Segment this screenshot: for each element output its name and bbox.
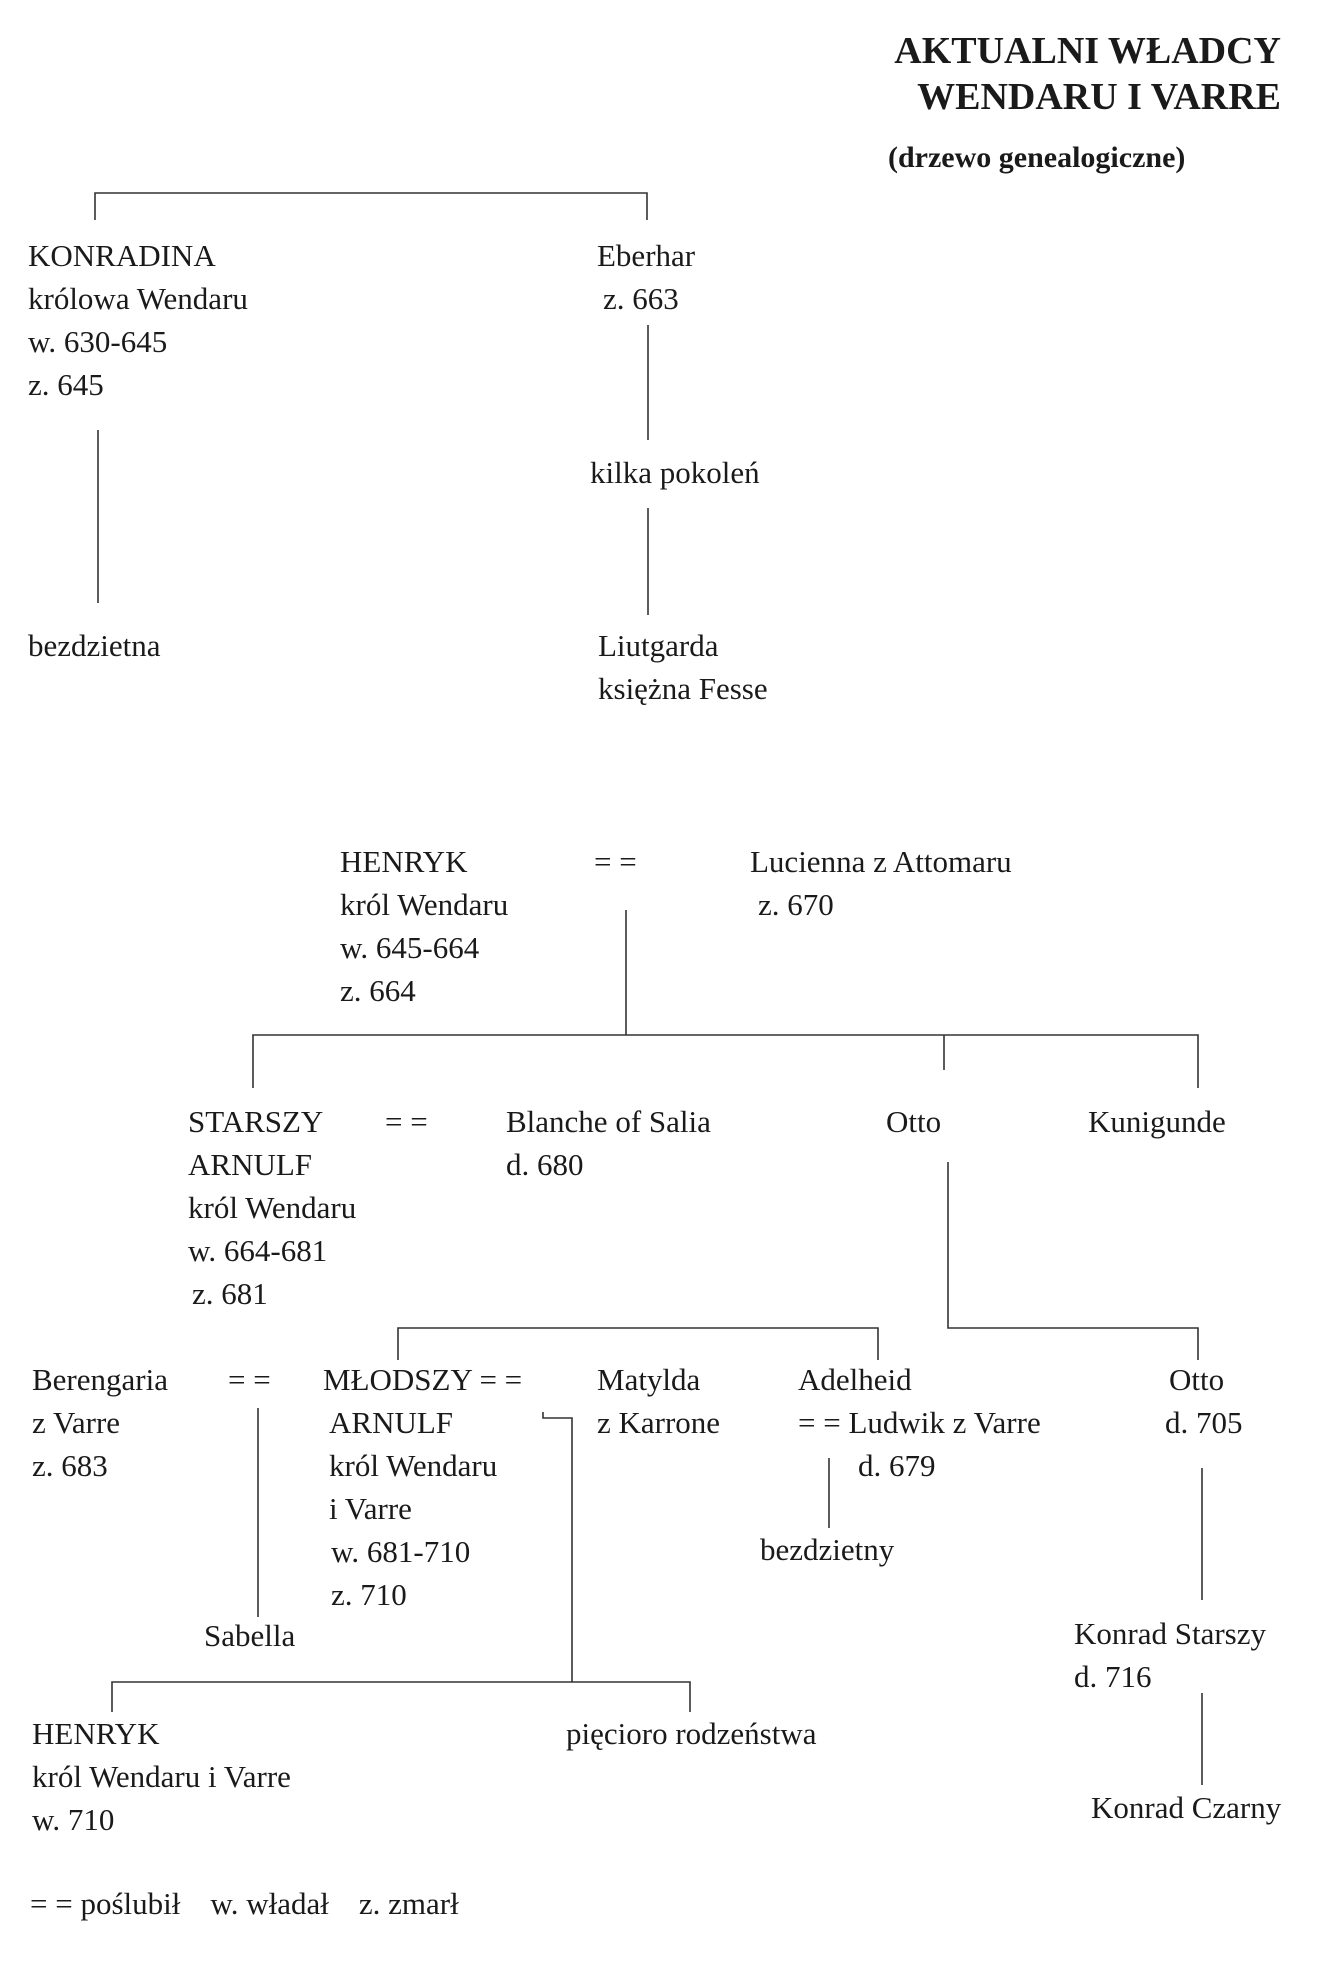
konradina-name: KONRADINA <box>28 238 216 273</box>
arnulf-st-marriage-symbol: = = <box>385 1104 428 1139</box>
legend-married: = = poślubił <box>30 1886 181 1921</box>
arnulf-st-name-2: ARNULF <box>188 1147 313 1182</box>
liutgarda-title: księżna Fesse <box>598 671 768 706</box>
legend-reigned: w. władał <box>210 1886 329 1921</box>
adelheid-spouse-death: d. 679 <box>858 1448 936 1483</box>
kilka-pokolen-label: kilka pokoleń <box>590 455 760 490</box>
person-kunigunde: Kunigunde <box>1088 1104 1226 1139</box>
henryk2-title: król Wendaru i Varre <box>32 1759 291 1794</box>
adelheid-name: Adelheid <box>798 1362 912 1397</box>
eberhar-name: Eberhar <box>597 238 696 273</box>
arnulf-st-children-bracket <box>397 1327 879 1360</box>
matylda-name: Matylda <box>597 1362 701 1397</box>
henryk1-reign: w. 645-664 <box>340 930 480 965</box>
adelheid-spouse: = = Ludwik z Varre <box>798 1405 1041 1440</box>
arnulf-st-title: król Wendaru <box>188 1190 357 1225</box>
person-berengaria: Berengaria z Varre z. 683 <box>32 1358 168 1487</box>
berengaria-death: z. 683 <box>32 1448 108 1483</box>
henryk1-title: król Wendaru <box>340 887 509 922</box>
person-konrad-czarny: Konrad Czarny <box>1091 1790 1282 1825</box>
piecioro-rodzenstwa-label: pięcioro rodzeństwa <box>566 1716 817 1751</box>
title-line-2: WENDARU I VARRE <box>917 76 1281 118</box>
otto2-death: d. 705 <box>1165 1405 1243 1440</box>
person-arnulf-starszy: STARSZY ARNULF król Wendaru w. 664-681 z… <box>188 1100 356 1315</box>
person-matylda: Matylda z Karrone <box>597 1358 720 1444</box>
bezdzietna-label: bezdzietna <box>28 628 161 663</box>
henryk-children-bracket <box>252 1034 1199 1088</box>
henryk1-name: HENRYK <box>340 844 468 879</box>
lucienna-death: z. 670 <box>758 887 834 922</box>
berengaria-marriage-symbol: = = <box>228 1362 271 1397</box>
arnulf-ml-reign: w. 681-710 <box>331 1534 471 1569</box>
blanche-death: d. 680 <box>506 1147 584 1182</box>
konrad-st-death: d. 716 <box>1074 1659 1152 1694</box>
arnulf-st-death: z. 681 <box>192 1276 268 1311</box>
person-liutgarda: Liutgarda księżna Fesse <box>598 624 768 710</box>
person-henryk-1: HENRYK król Wendaru w. 645-664 z. 664 <box>340 840 508 1012</box>
liutgarda-name: Liutgarda <box>598 628 719 663</box>
arnulf-st-name-1: STARSZY <box>188 1104 324 1139</box>
otto2-name: Otto <box>1169 1362 1225 1397</box>
henryk2-name: HENRYK <box>32 1716 160 1751</box>
person-adelheid: Adelheid = = Ludwik z Varre d. 679 <box>798 1358 1041 1487</box>
person-arnulf-mlodszy: MŁODSZY = = ARNULF król Wendaru i Varre … <box>323 1358 522 1616</box>
konrad-st-name: Konrad Starszy <box>1074 1616 1266 1651</box>
legend: = = poślubił w. władał z. zmarł <box>30 1882 459 1925</box>
arnulf-ml-children-bracket <box>111 1681 691 1712</box>
person-lucienna: Lucienna z Attomaru z. 670 <box>750 840 1012 926</box>
person-henryk-2: HENRYK król Wendaru i Varre w. 710 <box>32 1712 291 1841</box>
konradina-title: królowa Wendaru <box>28 281 248 316</box>
person-otto-1: Otto <box>886 1104 942 1139</box>
title-line-1: AKTUALNI WŁADCY <box>894 30 1281 72</box>
arnulf-ml-name-2: ARNULF <box>329 1405 454 1440</box>
page-title: AKTUALNI WŁADCY WENDARU I VARRE <box>894 28 1281 120</box>
arnulf-ml-title-2: i Varre <box>329 1491 412 1526</box>
person-otto-2: Otto d. 705 <box>1165 1358 1243 1444</box>
berengaria-origin: z Varre <box>32 1405 121 1440</box>
bezdzietny-label: bezdzietny <box>760 1532 895 1567</box>
henryk1-death: z. 664 <box>340 973 416 1008</box>
berengaria-name: Berengaria <box>32 1362 168 1397</box>
henryk1-marriage-symbol: = = <box>594 844 637 879</box>
konradina-death: z. 645 <box>28 367 104 402</box>
lucienna-name: Lucienna z Attomaru <box>750 844 1012 879</box>
arnulf-ml-name-1: MŁODSZY = = <box>323 1362 523 1397</box>
person-blanche: Blanche of Salia d. 680 <box>506 1100 711 1186</box>
konradina-reign: w. 630-645 <box>28 324 168 359</box>
person-konradina: KONRADINA królowa Wendaru w. 630-645 z. … <box>28 234 248 406</box>
page-subtitle: (drzewo genealogiczne) <box>888 141 1186 174</box>
person-konrad-starszy: Konrad Starszy d. 716 <box>1074 1612 1266 1698</box>
arnulf-ml-death: z. 710 <box>331 1577 407 1612</box>
arnulf-st-reign: w. 664-681 <box>188 1233 328 1268</box>
person-sabella: Sabella <box>204 1618 296 1653</box>
otto-descent-line <box>947 1162 1199 1360</box>
sibling-bracket-top <box>94 192 648 220</box>
henryk2-reign: w. 710 <box>32 1802 115 1837</box>
blanche-name: Blanche of Salia <box>506 1104 711 1139</box>
legend-died: z. zmarł <box>358 1886 459 1921</box>
person-eberhar: Eberhar z. 663 <box>597 234 695 320</box>
arnulf-ml-title: król Wendaru <box>329 1448 498 1483</box>
eberhar-death: z. 663 <box>603 281 679 316</box>
matylda-origin: z Karrone <box>597 1405 721 1440</box>
arnulf-ml-descent-line <box>542 1412 573 1682</box>
